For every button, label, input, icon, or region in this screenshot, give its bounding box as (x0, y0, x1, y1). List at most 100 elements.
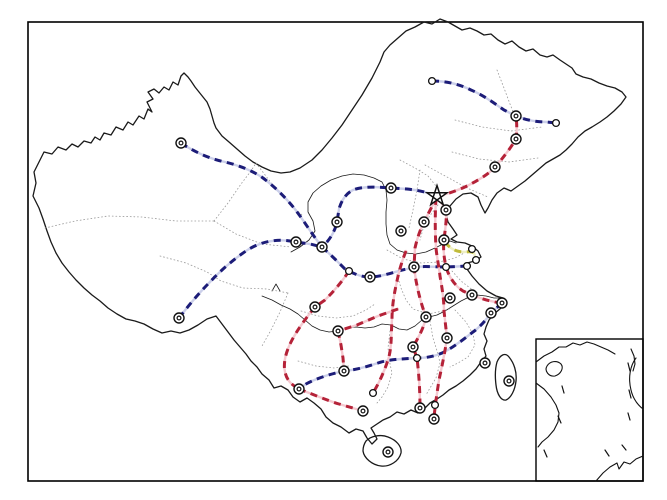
mainland-outline (32, 18, 627, 445)
inset-luzon-coast (629, 357, 644, 410)
inset-boundary-dash-5 (604, 449, 610, 457)
inset-boundary-dash-7 (543, 449, 548, 458)
city-marker-yantai (467, 244, 477, 254)
prov-jiangsu-anhui (451, 270, 479, 294)
city-marker-baoji (344, 266, 354, 276)
city-marker-nanjing-inner (469, 292, 475, 298)
city-marker-guiyang-inner (341, 368, 347, 374)
city-marker-kowloon-inner (431, 416, 437, 422)
taiwan-island (494, 353, 517, 401)
city-marker-baotou-inner (388, 185, 394, 191)
city-marker-tianjin-inner (443, 207, 449, 213)
city-marker-xuzhou (441, 262, 451, 272)
city-marker-shenyang-inner (492, 164, 498, 170)
rail-nankun-line-casing (297, 387, 365, 413)
rail-qingzang-line (177, 238, 323, 319)
city-marker-qingdao (471, 255, 481, 265)
rail-jingbao-baolan-line (320, 185, 437, 249)
inset-boundary-dash-8 (561, 385, 565, 394)
city-marker-hefei-inner (447, 295, 453, 301)
prov-hunan-guangxi (376, 330, 393, 404)
prov-hebei-shanxi (408, 169, 421, 229)
rail-jingjiu-line-casing (432, 196, 449, 420)
prov-sichuan-north (300, 303, 376, 319)
map-outer-border (27, 21, 644, 482)
prov-hebei-north (399, 159, 437, 187)
rail-hukun-line (298, 301, 504, 391)
inset-boundary-dash-2 (628, 389, 632, 399)
prov-tibet-east (261, 292, 289, 347)
city-marker-nanning-inner (360, 408, 366, 414)
city-marker-manzhouli (427, 76, 437, 86)
city-marker-zhuzhou (412, 353, 422, 363)
rail-xiangyu-line (337, 307, 399, 333)
city-marker-kunming-inner (296, 386, 302, 392)
map-frame-layer (27, 21, 644, 482)
city-marker-urumqi-inner (178, 140, 184, 146)
city-marker-hangzhou-inner (488, 310, 494, 316)
city-marker-harbin-inner (513, 113, 519, 119)
prov-qinghai-north (213, 220, 292, 248)
base-map-layer (32, 18, 644, 482)
inset-boundary-dash-6 (557, 415, 562, 424)
hainan-island (362, 434, 402, 467)
prov-shandong-south (386, 249, 467, 264)
rail-baocheng-chengkun-line (282, 270, 351, 391)
rail-binzhou-binsui-line (431, 79, 557, 125)
inset-china-coast (535, 341, 616, 363)
city-markers-layer (173, 76, 561, 458)
rail-chuanqian-line-casing (336, 329, 346, 373)
city-marker-zhengzhou-inner (411, 264, 417, 270)
prov-xinjiang-east (213, 162, 257, 222)
rail-qingzang-line-casing (177, 239, 324, 320)
city-marker-lanzhou-inner (319, 244, 325, 250)
railway-lines-layer (177, 79, 558, 420)
prov-tibet-north (159, 255, 289, 294)
city-marker-yinchuan-inner (334, 219, 340, 225)
inset-boundary-dash-1 (627, 362, 631, 372)
rail-lanxin-line (180, 141, 324, 248)
city-marker-changsha-inner (410, 344, 416, 350)
inset-boundary-dash-3 (627, 412, 631, 421)
city-marker-fuzhou-inner (482, 360, 488, 366)
city-marker-xining-inner (293, 239, 299, 245)
rail-jingguang-line (411, 195, 439, 409)
city-marker-changchun-inner (513, 136, 519, 142)
city-marker-taipei-inner (506, 378, 512, 384)
city-marker-lhasa-inner (176, 315, 182, 321)
city-marker-chengdu-inner (312, 304, 318, 310)
city-marker-taiyuan-inner (398, 228, 404, 234)
mountain-mark (271, 283, 281, 292)
city-marker-lianyungang (462, 261, 472, 271)
rail-jingha-line (436, 115, 519, 198)
city-marker-jinan-inner (441, 237, 447, 243)
city-marker-haikou-inner (385, 449, 391, 455)
city-marker-liuzhou (368, 388, 378, 398)
inset-borneo-coast (595, 455, 644, 482)
city-marker-shijiazhuang-inner (421, 219, 427, 225)
city-marker-chongqing-inner (335, 328, 341, 334)
inset-vietnam-coast (535, 382, 560, 448)
rail-longhai-line (321, 245, 468, 279)
prov-xinjiang-south (44, 215, 215, 229)
city-marker-nanchang-inner (444, 335, 450, 341)
prov-jilin-liaoning (451, 151, 539, 163)
south-china-sea-inset-box (535, 338, 644, 482)
capital-star-marker (424, 183, 450, 207)
prov-heilongjiang-jilin (454, 119, 543, 132)
prov-jiangxi-hunan (425, 320, 441, 396)
inset-boundary-dash-4 (621, 444, 627, 451)
rail-jingguang-line-casing (411, 194, 439, 410)
prov-gansu-corridor (255, 162, 304, 217)
prov-liaoning-neimeng (424, 164, 489, 198)
city-marker-shanghai-inner (499, 300, 505, 306)
city-marker-xian-inner (367, 274, 373, 280)
rail-lanxin-line-casing (179, 141, 324, 249)
city-marker-suifenhe (551, 118, 561, 128)
city-marker-wuhan-inner (423, 314, 429, 320)
rail-jiaoliu-line-casing (371, 249, 408, 395)
yellow-river (290, 173, 457, 255)
city-marker-shenzhen (430, 400, 440, 410)
